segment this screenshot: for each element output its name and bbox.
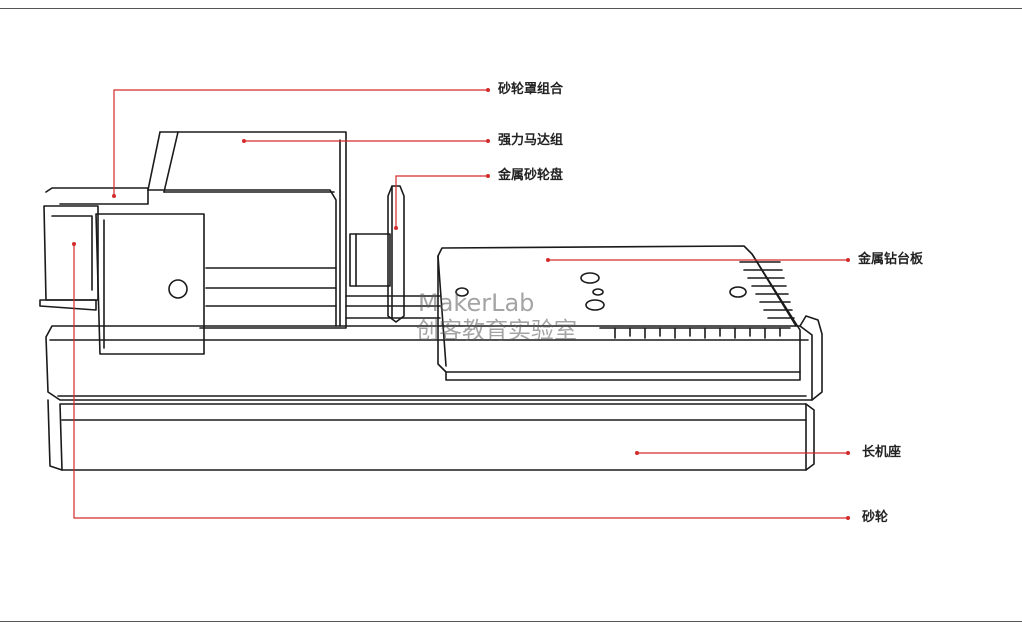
leader-dot-motor: [242, 139, 246, 143]
leader-dot-disc-end: [486, 174, 490, 178]
label-grinding-wheel: 砂轮: [862, 510, 888, 526]
leader-dot-motor-end: [486, 139, 490, 143]
label-metal-wheel-disc: 金属砂轮盘: [498, 168, 563, 184]
leader-line-guard: [114, 90, 488, 196]
leader-dot-base: [635, 451, 639, 455]
leader-dot-disc: [394, 226, 398, 230]
leader-dot-base-end: [846, 451, 850, 455]
leader-line-wheel: [74, 244, 848, 518]
leader-dot-wheel-end: [846, 516, 850, 520]
watermark-subtitle: 创客教育实验室: [416, 320, 577, 343]
label-grinding-wheel-guard: 砂轮罩组合: [498, 82, 563, 98]
leader-dot-guard-end: [486, 88, 490, 92]
leader-dot-plate-end: [846, 258, 850, 262]
label-motor: 强力马达组: [498, 133, 563, 149]
watermark-brand: MakerLab: [418, 291, 534, 315]
leader-line-disc: [396, 176, 488, 228]
leader-dot-guard: [112, 194, 116, 198]
leader-dot-wheel: [72, 242, 76, 246]
label-long-base: 长机座: [862, 445, 901, 461]
label-drill-plate: 金属钻台板: [858, 252, 923, 268]
leader-dot-plate: [546, 258, 550, 262]
